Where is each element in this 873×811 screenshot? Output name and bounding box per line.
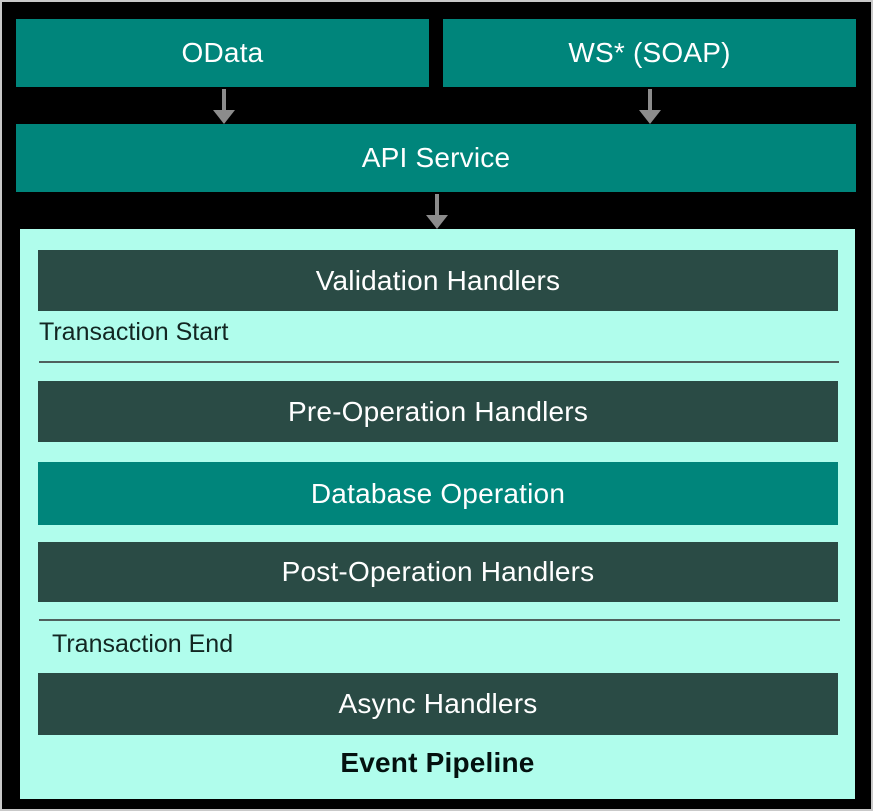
api-service-label: API Service	[361, 142, 511, 173]
odata-box: OData	[16, 19, 429, 87]
odata-label: OData	[181, 37, 264, 68]
ws-soap-box: WS* (SOAP)	[443, 19, 856, 87]
stage-label: Database Operation	[310, 477, 566, 509]
transaction-start-label: Transaction Start	[39, 318, 229, 346]
arrow-shaft	[648, 89, 652, 110]
stage-post-operation-handlers: Post-Operation Handlers	[38, 542, 838, 602]
down-arrow-icon	[426, 194, 448, 229]
stage-validation-handlers: Validation Handlers	[38, 250, 838, 311]
arrow-shaft	[435, 194, 439, 215]
transaction-end-label: Transaction End	[52, 630, 234, 658]
stage-label: Validation Handlers	[315, 264, 561, 296]
down-arrow-icon	[639, 89, 661, 124]
stage-database-operation: Database Operation	[38, 462, 838, 525]
down-arrow-icon	[213, 89, 235, 124]
event-pipeline-title: Event Pipeline	[340, 747, 535, 778]
stage-label: Async Handlers	[338, 688, 538, 719]
arrow-head	[426, 215, 448, 229]
arrow-head	[639, 110, 661, 124]
stage-pre-operation-handlers: Pre-Operation Handlers	[38, 381, 838, 442]
stage-label: Pre-Operation Handlers	[287, 395, 589, 427]
arrow-shaft	[222, 89, 226, 110]
event-pipeline-container: Validation Handlers Transaction Start Pr…	[20, 229, 855, 799]
transaction-start-divider	[39, 361, 839, 363]
stage-label: Post-Operation Handlers	[281, 556, 595, 587]
transaction-end-divider	[39, 619, 840, 621]
arrow-head	[213, 110, 235, 124]
stage-async-handlers: Async Handlers	[38, 673, 838, 735]
ws-soap-label: WS* (SOAP)	[568, 37, 731, 68]
api-service-box: API Service	[16, 124, 856, 192]
